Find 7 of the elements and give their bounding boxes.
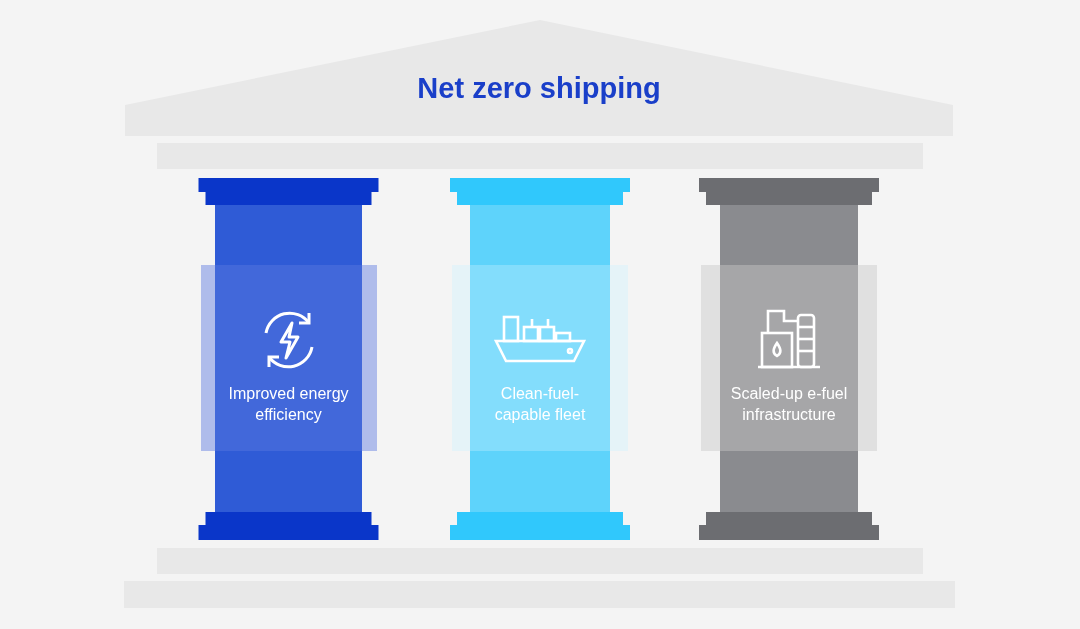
pillar [215, 205, 362, 512]
pillar-label: Clean-fuel-capable fleet [494, 385, 586, 423]
pillar [470, 205, 610, 512]
pillar [720, 205, 858, 512]
pillar-label: Scaled-up e-fuel infrastructure [730, 385, 848, 423]
roof-title: Net zero shipping [416, 72, 662, 105]
pillar-label: Improved energy efficiency [228, 385, 349, 423]
